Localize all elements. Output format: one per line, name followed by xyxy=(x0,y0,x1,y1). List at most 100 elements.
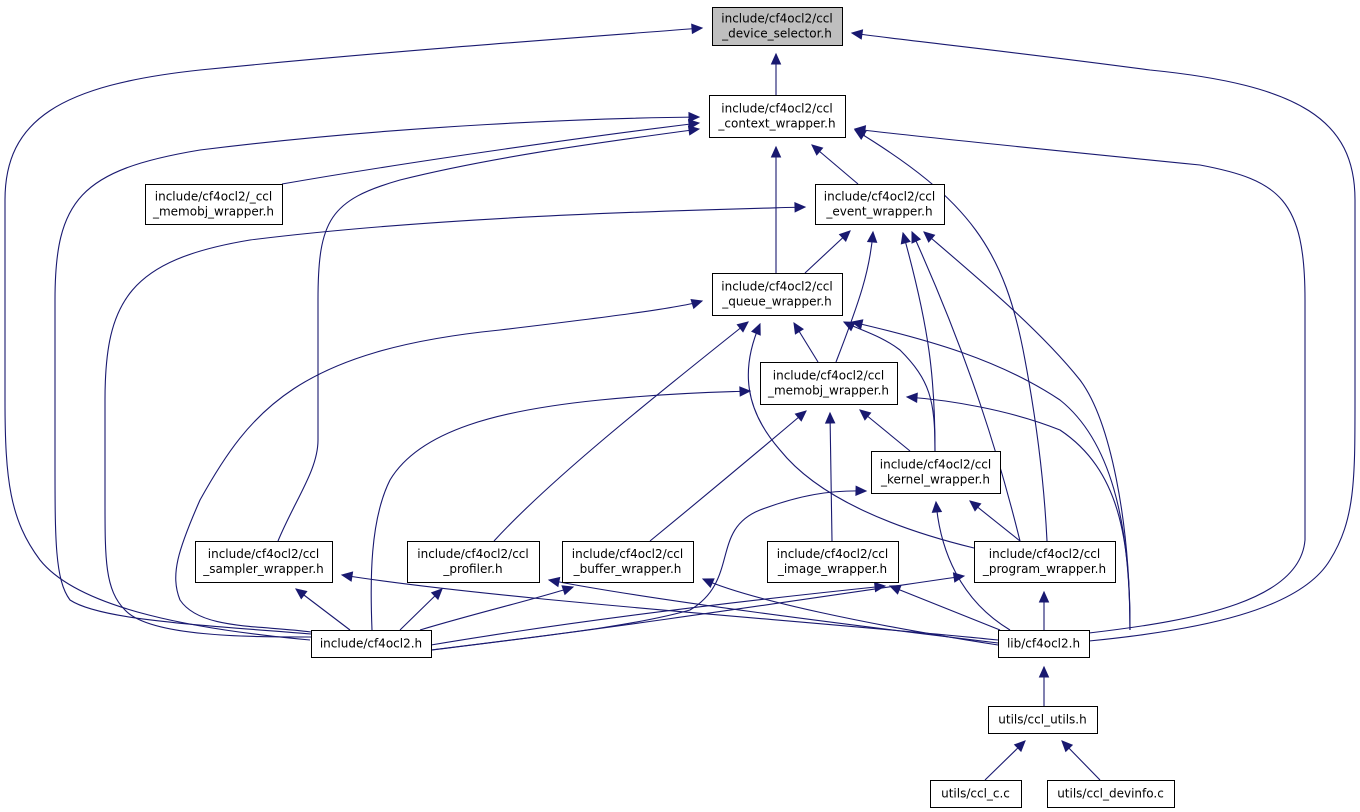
node-box xyxy=(145,184,283,225)
node-label: include/cf4ocl2/ccl xyxy=(721,280,832,294)
edge-line xyxy=(829,412,833,542)
node-label: lib/cf4ocl2.h xyxy=(1007,637,1080,651)
edge-arrowhead xyxy=(824,411,836,424)
edge-arrowhead xyxy=(547,576,561,588)
node-ccl_devinfo[interactable]: utils/ccl_devinfo.c xyxy=(1047,780,1175,808)
edge-image_wrapper-to-memobj_wrapper xyxy=(824,411,836,542)
edge-lib_cf4ocl2-to-program_wrapper xyxy=(1038,590,1050,630)
node-image_wrapper[interactable]: include/cf4ocl2/ccl_image_wrapper.h xyxy=(767,541,899,583)
edge-arrowhead xyxy=(340,571,354,582)
node-box xyxy=(712,7,843,46)
edge-arrowhead xyxy=(794,410,807,422)
edge-arrowhead xyxy=(295,588,308,600)
edge-arrowhead xyxy=(690,298,704,310)
edge-arrowhead xyxy=(952,572,966,583)
node-box xyxy=(407,541,540,583)
edge-arrowhead xyxy=(905,392,918,404)
edge-line xyxy=(889,585,1001,631)
node-label: include/cf4ocl2/ccl xyxy=(721,102,832,116)
edge-line xyxy=(104,206,806,638)
node-label: _image_wrapper.h xyxy=(777,562,887,576)
node-label: _device_selector.h xyxy=(721,27,832,41)
edge-arrowhead xyxy=(430,588,443,601)
node-context_wrapper[interactable]: include/cf4ocl2/ccl_context_wrapper.h xyxy=(709,95,846,138)
edge-arrowhead xyxy=(811,144,824,156)
edge-include_cf4ocl2-to-image_wrapper xyxy=(430,581,887,646)
node-box xyxy=(974,541,1116,583)
edge-arrowhead xyxy=(853,125,867,136)
edge-include_cf4ocl2-to-context_wrapper xyxy=(54,111,701,635)
node-label: include/cf4ocl2/ccl xyxy=(773,369,884,383)
edge-queue_wrapper-to-context_wrapper xyxy=(770,145,782,273)
node-label: utils/ccl_c.c xyxy=(941,787,1010,801)
edge-lib_cf4ocl2-to-event_wrapper xyxy=(923,231,1131,631)
node-label: _profiler.h xyxy=(442,562,502,576)
node-ccl_utils[interactable]: utils/ccl_utils.h xyxy=(988,706,1098,734)
edge-program_wrapper-to-queue_wrapper xyxy=(747,322,975,549)
node-box xyxy=(767,541,899,583)
edge-_memobj_wrapper-to-context_wrapper xyxy=(281,119,701,185)
node-kernel_wrapper[interactable]: include/cf4ocl2/ccl_kernel_wrapper.h xyxy=(871,451,1001,494)
node-include_cf4ocl2[interactable]: include/cf4ocl2.h xyxy=(311,630,432,658)
edge-context_wrapper-to-device_selector xyxy=(770,52,782,95)
node-box xyxy=(930,780,1022,808)
edge-arrowhead xyxy=(751,322,761,336)
node-label: _program_wrapper.h xyxy=(982,562,1106,576)
edge-arrowhead xyxy=(900,231,911,245)
edge-lib_cf4ocl2-to-device_selector xyxy=(850,29,1356,642)
edge-arrowhead xyxy=(770,145,782,158)
node-label: include/cf4ocl2/ccl xyxy=(208,547,319,561)
edge-line xyxy=(969,500,1021,542)
edge-include_cf4ocl2-to-profiler xyxy=(399,588,443,631)
edge-arrowhead xyxy=(561,585,575,596)
edge-program_wrapper-to-event_wrapper xyxy=(911,230,1021,542)
node-label: _memobj_wrapper.h xyxy=(767,384,889,398)
node-_memobj_wrapper[interactable]: include/cf4ocl2/_ccl_memobj_wrapper.h xyxy=(145,184,283,225)
edge-line xyxy=(702,578,999,646)
edge-arrowhead xyxy=(688,111,701,123)
edge-arrowhead xyxy=(969,500,982,512)
edge-line xyxy=(277,128,700,542)
edge-arrowhead xyxy=(923,231,936,243)
edge-line xyxy=(4,27,703,641)
edge-line xyxy=(295,588,351,631)
edge-line xyxy=(851,32,1356,642)
edge-include_cf4ocl2-to-buffer_wrapper xyxy=(419,585,575,631)
node-lib_cf4ocl2[interactable]: lib/cf4ocl2.h xyxy=(998,630,1090,658)
node-event_wrapper[interactable]: include/cf4ocl2/ccl_event_wrapper.h xyxy=(815,184,945,225)
node-ccl_c[interactable]: utils/ccl_c.c xyxy=(930,780,1022,808)
node-memobj_wrapper[interactable]: include/cf4ocl2/ccl_memobj_wrapper.h xyxy=(760,362,898,405)
edge-arrowhead xyxy=(855,485,868,497)
node-box xyxy=(760,362,898,405)
node-box xyxy=(871,451,1001,494)
edge-arrowhead xyxy=(736,321,749,333)
edge-lib_cf4ocl2-to-profiler xyxy=(547,576,999,644)
node-buffer_wrapper[interactable]: include/cf4ocl2/ccl_buffer_wrapper.h xyxy=(562,541,694,583)
node-queue_wrapper[interactable]: include/cf4ocl2/ccl_queue_wrapper.h xyxy=(712,273,843,316)
edge-arrowhead xyxy=(770,52,782,65)
edge-arrowhead xyxy=(874,581,887,593)
node-label: include/cf4ocl2/ccl xyxy=(777,547,888,561)
edge-ccl_devinfo-to-ccl_utils xyxy=(1061,740,1101,781)
edge-ccl_c-to-ccl_utils xyxy=(984,740,1026,781)
edge-line xyxy=(835,231,874,363)
node-program_wrapper[interactable]: include/cf4ocl2/ccl_program_wrapper.h xyxy=(974,541,1116,583)
node-label: _memobj_wrapper.h xyxy=(152,205,274,219)
node-label: include/cf4ocl2/ccl xyxy=(417,547,528,561)
edge-buffer_wrapper-to-memobj_wrapper xyxy=(649,410,807,542)
edge-line xyxy=(430,585,886,646)
edge-event_wrapper-to-context_wrapper xyxy=(811,144,859,185)
node-sampler_wrapper[interactable]: include/cf4ocl2/ccl_sampler_wrapper.h xyxy=(195,541,333,583)
node-label: _buffer_wrapper.h xyxy=(573,562,682,576)
edge-program_wrapper-to-kernel_wrapper xyxy=(969,500,1021,542)
edge-arrowhead xyxy=(739,386,752,397)
edge-line xyxy=(923,231,1131,631)
node-device_selector[interactable]: include/cf4ocl2/ccl_device_selector.h xyxy=(712,7,843,46)
node-label: include/cf4ocl2/ccl xyxy=(880,458,991,472)
node-box xyxy=(195,541,333,583)
node-profiler[interactable]: include/cf4ocl2/ccl_profiler.h xyxy=(407,541,540,583)
edge-line xyxy=(935,501,1011,631)
edge-arrowhead xyxy=(691,23,704,35)
graph-edges xyxy=(4,23,1356,781)
